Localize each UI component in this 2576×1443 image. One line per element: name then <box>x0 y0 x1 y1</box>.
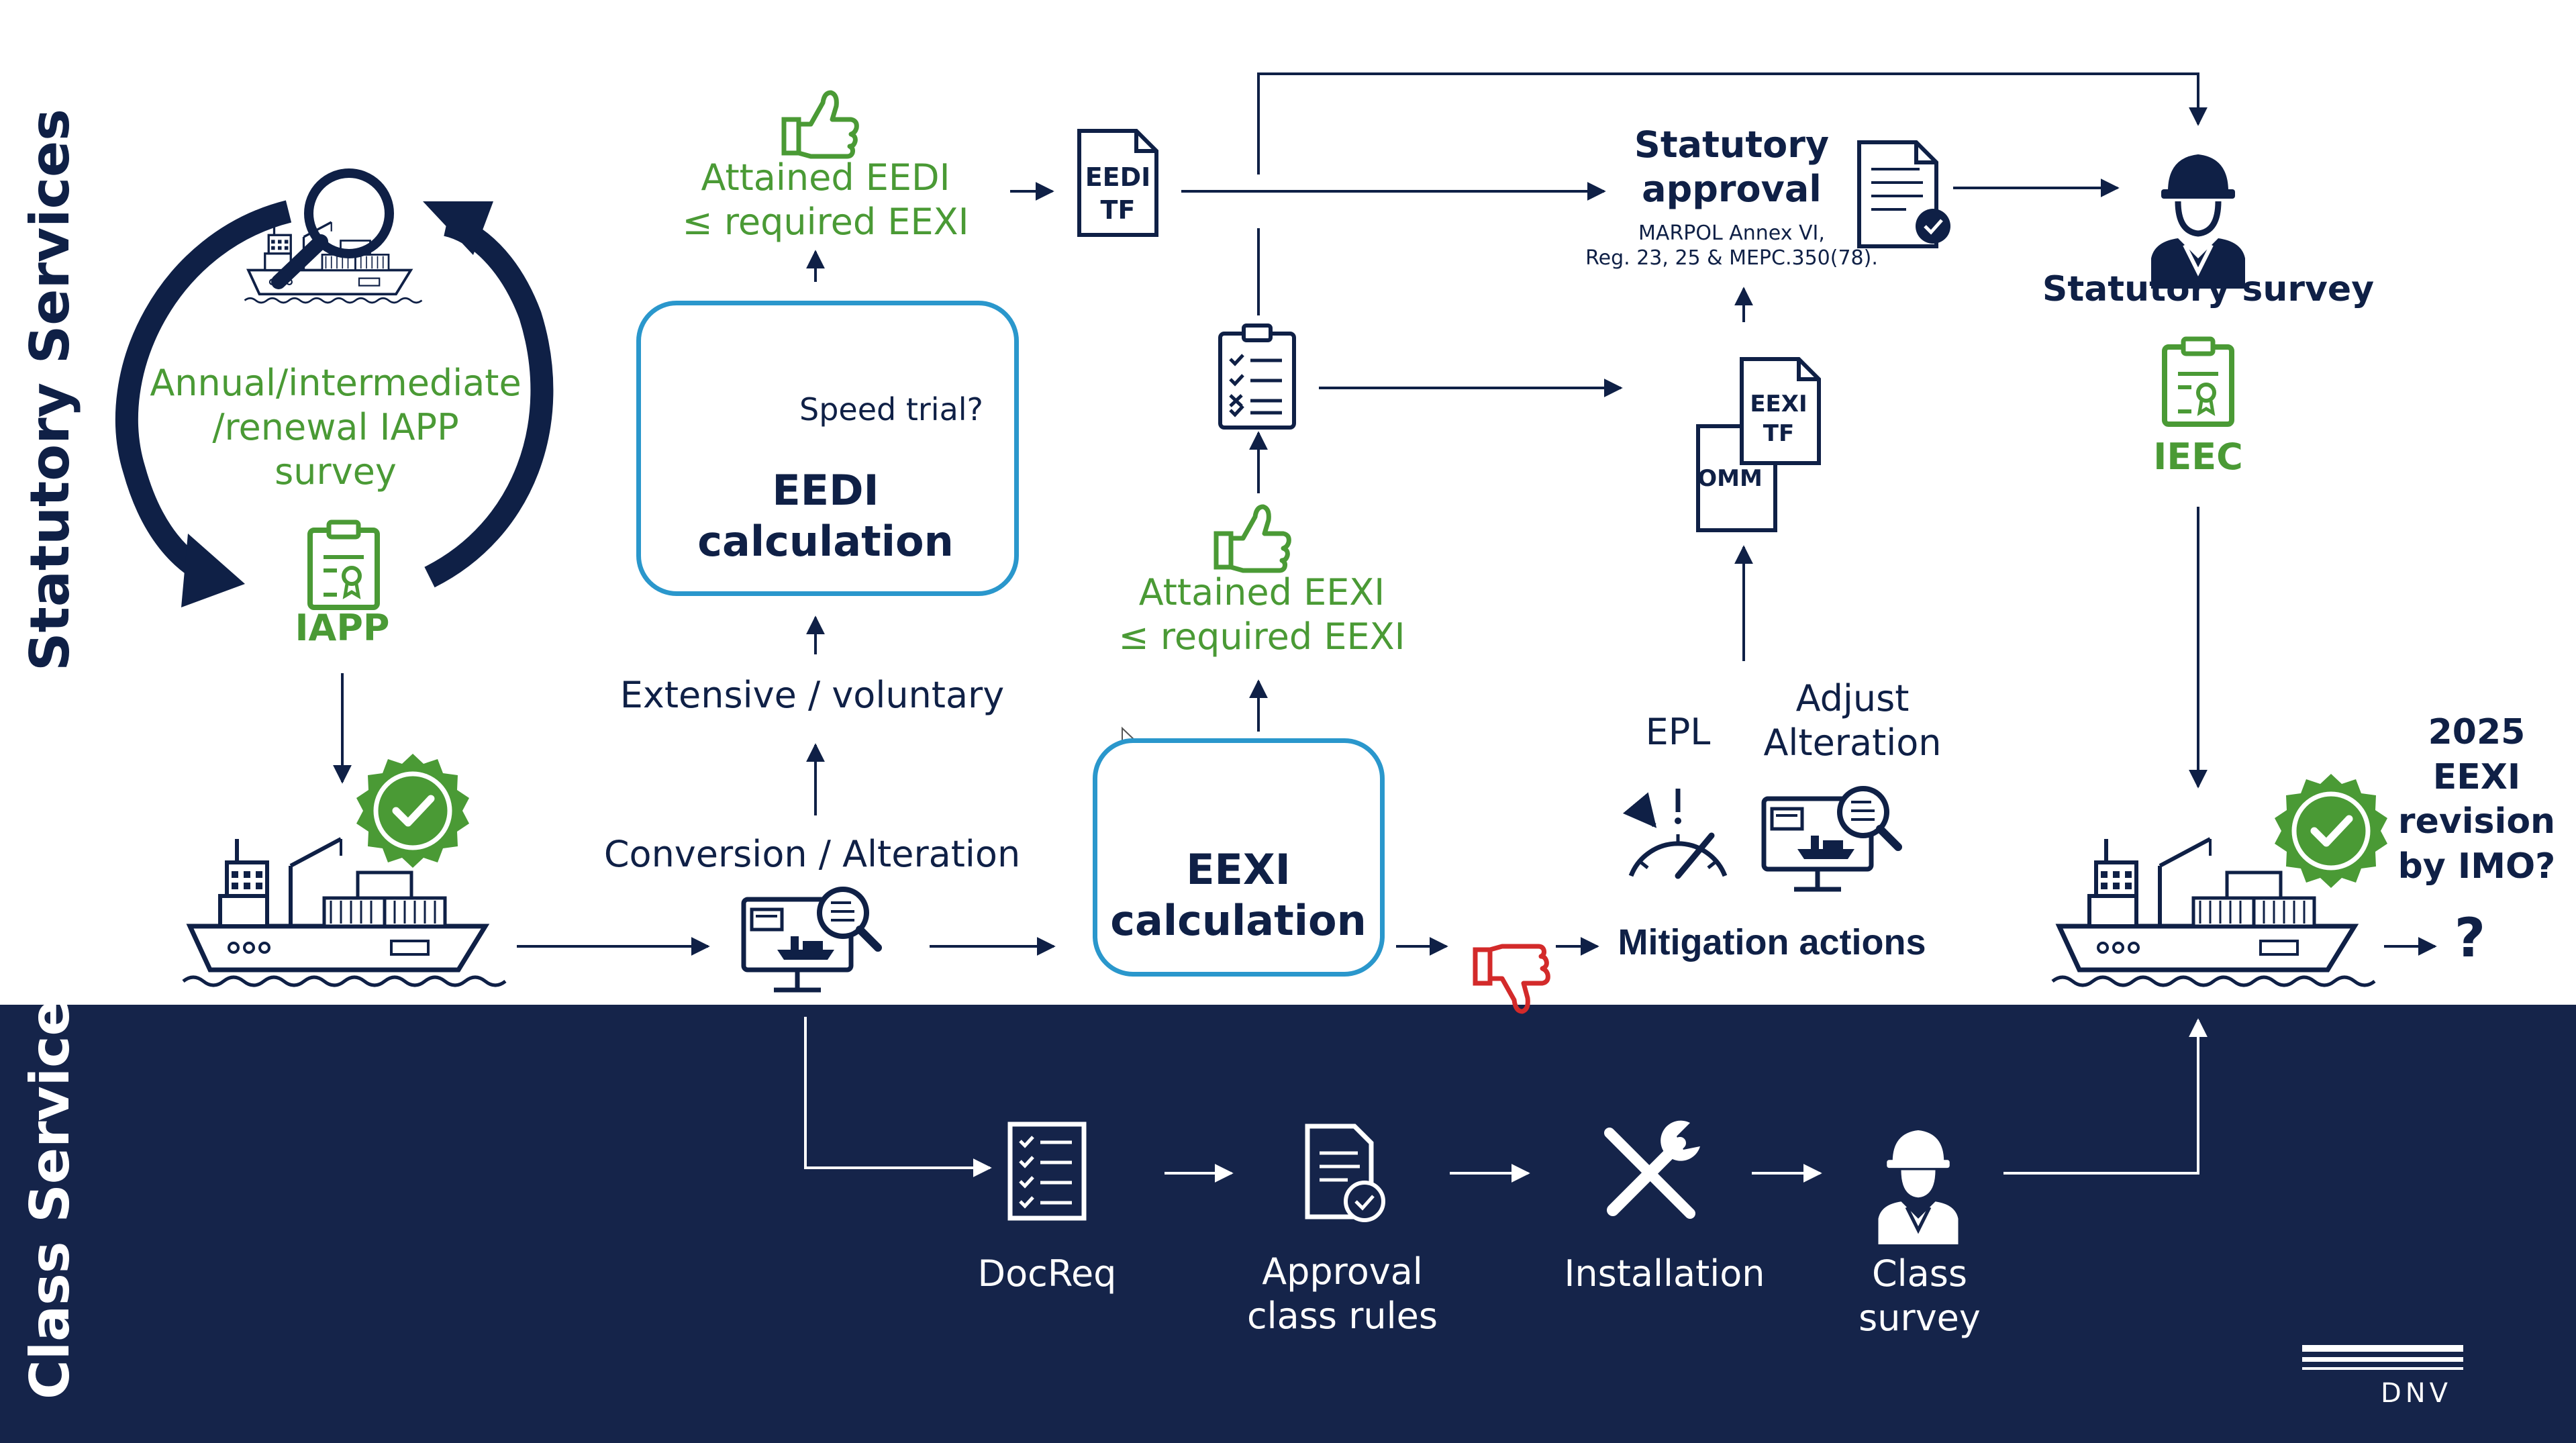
iapp-certificate-icon <box>310 522 377 607</box>
approved-badge-icon <box>356 754 469 868</box>
eedi-calculation-label: EEDI calculation <box>697 466 954 566</box>
iapp-certificate-label: IAPP <box>295 607 390 649</box>
iapp-survey-label: Annual/intermediate /renewal IAPP survey <box>150 362 522 493</box>
thumbs-up-icon <box>784 93 856 156</box>
eedi-calculation-box <box>636 301 1019 596</box>
checklist-icon <box>1007 1122 1087 1221</box>
class-step-survey: Class survey <box>1859 1252 1981 1339</box>
statutory-approval-subtitle: MARPOL Annex VI, Reg. 23, 25 & MEPC.350(… <box>1585 221 1878 270</box>
connectors <box>333 72 2437 956</box>
attained-eexi-label: Attained EEXI ≤ required EEXI <box>1118 571 1405 658</box>
document-approval-icon <box>1305 1124 1385 1222</box>
statutory-services-label: Statutory Services <box>19 109 81 671</box>
speed-trial-label: Speed trial? <box>799 391 983 428</box>
class-step-docreq: DocReq <box>977 1252 1117 1295</box>
dnv-logo-icon <box>2302 1345 2463 1370</box>
approved-badge-icon <box>2275 774 2387 888</box>
ship-icon <box>183 839 505 985</box>
alteration-monitor-icon <box>1764 789 1898 889</box>
epl-gauge-icon <box>1622 789 1728 879</box>
class-step-installation: Installation <box>1564 1252 1765 1295</box>
alteration-monitor-icon <box>744 889 878 990</box>
eedi-tf-label: EEDI TF <box>1085 162 1151 226</box>
extensive-voluntary-label: Extensive / voluntary <box>620 674 1005 716</box>
checklist-icon <box>1218 324 1296 430</box>
eexi-calculation-box <box>1093 738 1385 977</box>
wrench-screwdriver-icon <box>1604 1120 1700 1219</box>
surveyor-icon <box>1878 1130 1959 1244</box>
attained-eedi-label: Attained EEDI ≤ required EEXI <box>682 156 969 243</box>
ieec-label: IEEC <box>2153 436 2243 478</box>
thumbs-down-icon <box>1473 944 1550 1014</box>
magnifier-ship-icon <box>243 221 424 304</box>
adjust-alteration-label: Adjust Alteration <box>1763 677 1942 764</box>
magnifier-icon <box>271 168 394 289</box>
class-services-band <box>0 1005 2576 1443</box>
mitigation-actions-label: Mitigation actions <box>1618 922 1926 962</box>
class-step-approval: Approval class rules <box>1246 1250 1438 1337</box>
eexi-revision-label: 2025 EEXI revision by IMO? <box>2397 712 2556 887</box>
thumbs-up-icon <box>1216 507 1289 570</box>
dnv-logo-text: DNV <box>2380 1378 2453 1409</box>
statutory-survey-label: Statutory survey <box>2042 269 2375 309</box>
approval-document-icon <box>1859 142 1950 246</box>
omm-label: OMM <box>1697 465 1763 492</box>
class-connectors <box>804 1017 2208 1183</box>
ieec-certificate-icon <box>2165 339 2232 424</box>
conversion-alteration-label: Conversion / Alteration <box>603 833 1021 875</box>
statutory-approval-title: Statutory approval <box>1634 123 1830 210</box>
epl-label: EPL <box>1645 711 1711 753</box>
cycle-arrow-icon <box>115 200 554 607</box>
question-mark: ? <box>2454 907 2486 969</box>
class-services-label: Class Services <box>19 967 81 1399</box>
eexi-calculation-label: EEXI calculation <box>1110 845 1367 945</box>
eexi-tf-label: EEXI TF <box>1750 391 1807 448</box>
